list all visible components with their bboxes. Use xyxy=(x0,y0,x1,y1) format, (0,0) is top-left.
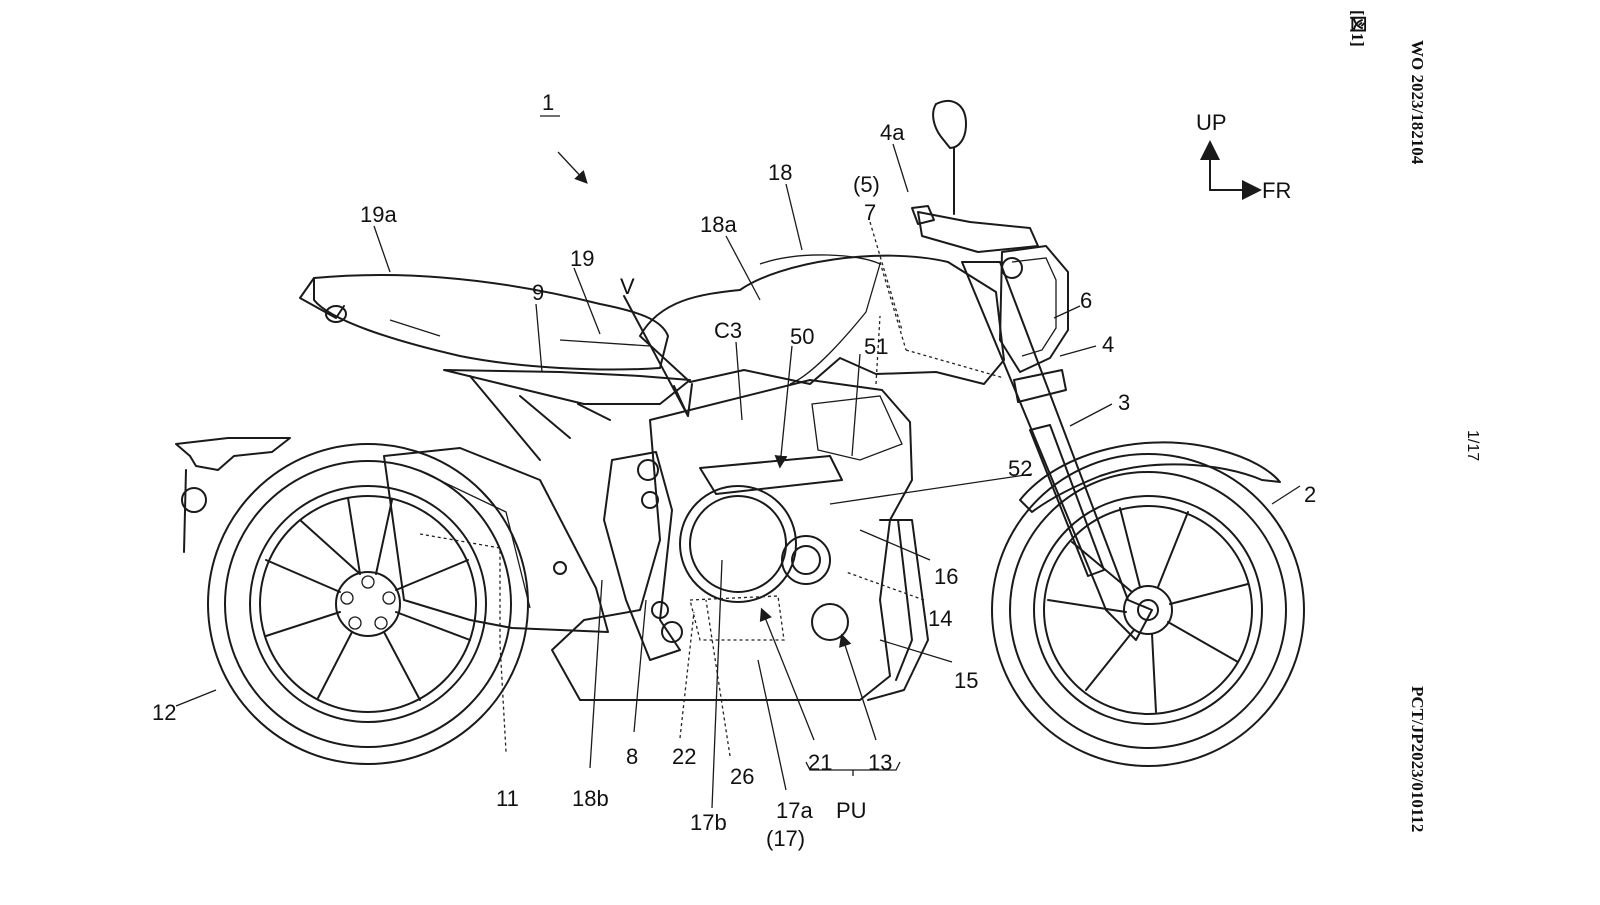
label-part-52: 52 xyxy=(1008,456,1032,481)
label-rear-wheel: 12 xyxy=(152,700,176,725)
label-part-22: 22 xyxy=(672,744,696,769)
label-handle-grip: 4a xyxy=(880,120,905,145)
label-part-16: 16 xyxy=(934,564,958,589)
label-view-v: V xyxy=(620,274,635,299)
label-part-17a: 17a xyxy=(776,798,813,823)
label-tank-18a: 18a xyxy=(700,212,737,237)
front-wheel-drawing xyxy=(991,441,1305,767)
document-header: [図1] WO 2023/182104 1/17 PCT/JP2023/0101… xyxy=(1348,10,1481,832)
label-part-13: 13 xyxy=(868,750,892,775)
label-part-17b: 17b xyxy=(690,810,727,835)
label-part-17-ref: (17) xyxy=(766,826,805,851)
label-step-bracket: 8 xyxy=(626,744,638,769)
label-part-51: 51 xyxy=(864,334,888,359)
label-muffler: 11 xyxy=(496,786,519,811)
label-handle-ref: (5) xyxy=(853,172,880,197)
view-arrow-v xyxy=(623,295,693,417)
label-seat: 19 xyxy=(570,246,594,271)
engine-drawing xyxy=(551,379,929,701)
label-part-26: 26 xyxy=(730,764,754,789)
label-c3: C3 xyxy=(714,318,742,343)
label-vehicle: 1 xyxy=(542,90,554,115)
rear-fender-drawing xyxy=(175,437,291,553)
orientation-indicator xyxy=(1200,140,1262,200)
headlight-drawing xyxy=(999,245,1069,373)
application-number: PCT/JP2023/010112 xyxy=(1408,686,1427,832)
label-fr: FR xyxy=(1262,178,1291,203)
label-front-fork: 3 xyxy=(1118,390,1130,415)
label-part-15: 15 xyxy=(954,668,978,693)
label-seat-frame: 9 xyxy=(532,280,544,305)
label-tank-18b: 18b xyxy=(572,786,609,811)
label-fuel-tank: 18 xyxy=(768,160,792,185)
label-part-21: 21 xyxy=(808,750,832,775)
rear-wheel-drawing xyxy=(207,443,529,765)
reference-labels: 1 2 3 4 4a (5) 6 7 8 9 11 12 13 14 15 16… xyxy=(152,90,1316,851)
muffler-drawing xyxy=(383,447,609,753)
label-up: UP xyxy=(1196,110,1227,135)
fuel-tank-drawing xyxy=(639,254,1005,385)
label-handle: 4 xyxy=(1102,332,1114,357)
label-front-wheel: 2 xyxy=(1304,482,1316,507)
label-power-unit: PU xyxy=(836,798,867,823)
label-part-50: 50 xyxy=(790,324,814,349)
page-number: 1/17 xyxy=(1464,430,1481,461)
seat-frame-drawing xyxy=(443,369,691,461)
label-cover: 7 xyxy=(864,200,876,225)
front-fork-drawing xyxy=(911,99,1153,641)
publication-number: WO 2023/182104 xyxy=(1408,40,1427,165)
seat-drawing xyxy=(299,273,669,371)
label-seat-19a: 19a xyxy=(360,202,397,227)
leader-lines xyxy=(175,143,1301,809)
figure-tag: [図1] xyxy=(1348,10,1367,47)
label-part-14: 14 xyxy=(928,606,952,631)
label-headlight: 6 xyxy=(1080,288,1092,313)
